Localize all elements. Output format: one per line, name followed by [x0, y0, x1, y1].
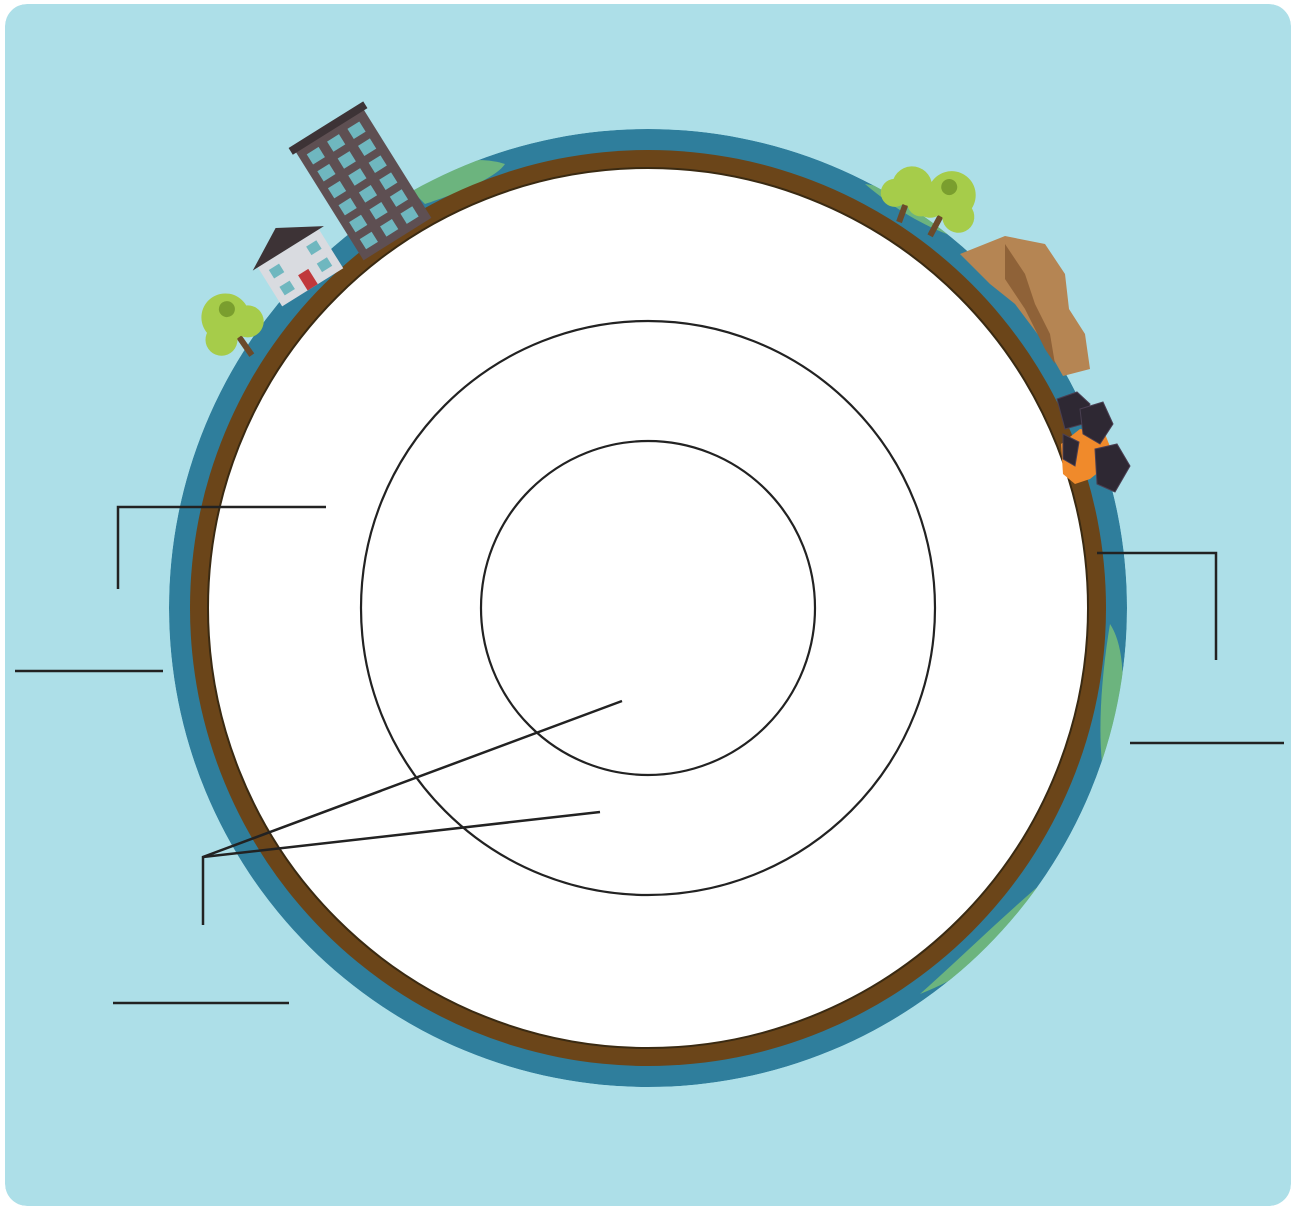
earth-layers-diagram — [5, 4, 1291, 1206]
mantle-layer — [208, 168, 1088, 1048]
diagram-card — [5, 4, 1291, 1206]
